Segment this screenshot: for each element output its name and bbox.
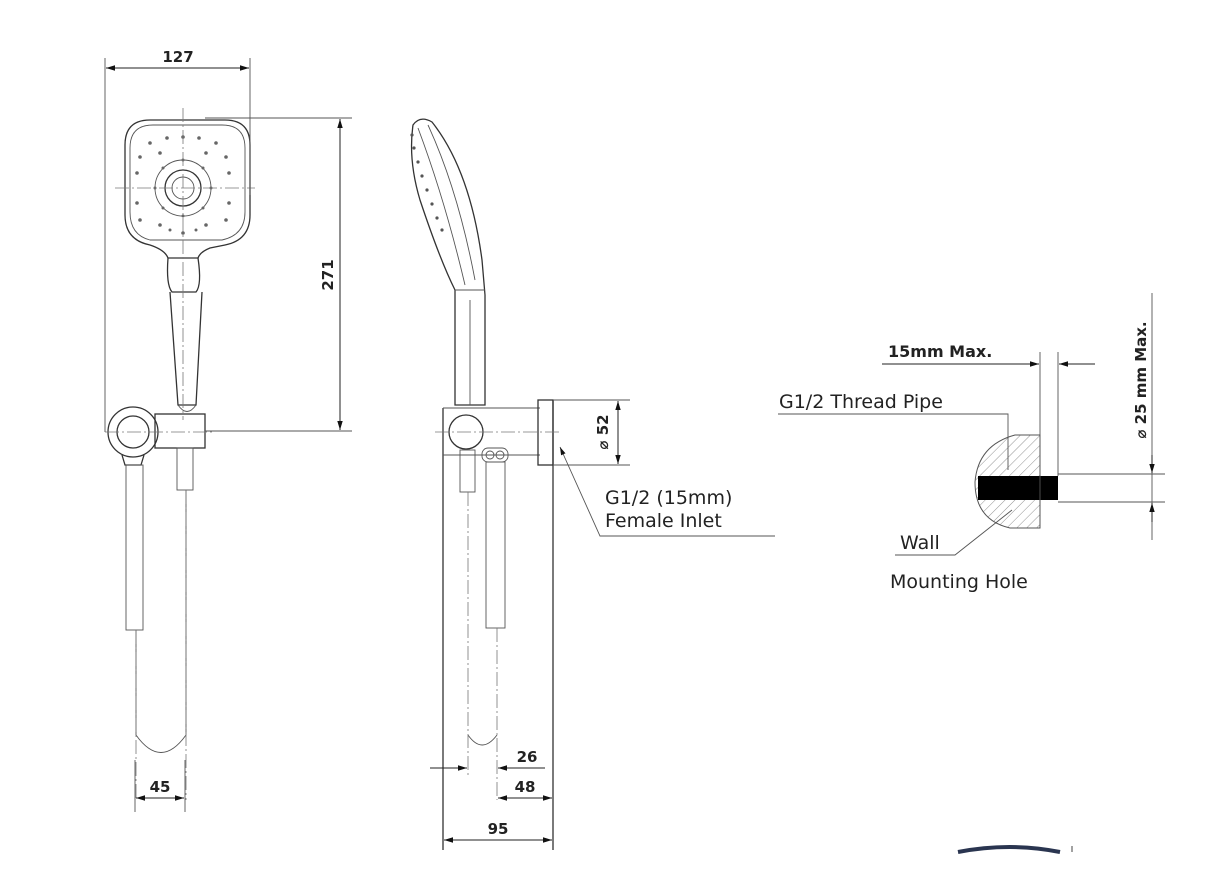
inlet-label-line1: G1/2 (15mm) — [605, 487, 732, 509]
inlet-label-line2: Female Inlet — [605, 510, 722, 532]
spray-nozzles — [135, 135, 231, 235]
front-view: 127 271 45 — [104, 48, 352, 812]
dim-26: 26 — [517, 748, 538, 766]
dim-48: 48 — [515, 778, 536, 796]
shower-head-front — [115, 108, 255, 420]
side-view: ⌀ 52 26 48 95 G1/2 (15mm) Female Inlet — [410, 118, 775, 850]
shower-head-side — [410, 118, 486, 406]
dim-95: 95 — [488, 820, 509, 838]
dim-52: ⌀ 52 — [594, 414, 612, 449]
side-nozzles — [410, 133, 444, 232]
front-dimensions: 127 271 45 — [104, 48, 352, 812]
mounting-hole — [978, 476, 1058, 500]
thread-pipe-label: G1/2 Thread Pipe — [779, 391, 943, 413]
mounting-hole-detail: 15mm Max. G1/2 Thread Pipe ⌀ 25 mm Max. … — [778, 293, 1165, 593]
max-depth-label: 15mm Max. — [888, 342, 992, 361]
mounting-hole-label: Mounting Hole — [890, 571, 1028, 593]
partial-shape-bottom — [957, 845, 1073, 854]
dim-45: 45 — [150, 778, 171, 796]
dim-127: 127 — [162, 48, 193, 66]
hole-diameter-label: ⌀ 25 mm Max. — [1132, 321, 1150, 438]
side-dimensions: ⌀ 52 26 48 95 G1/2 (15mm) Female Inlet — [430, 399, 775, 843]
wall-label: Wall — [900, 532, 940, 554]
wall-bracket-front — [105, 406, 215, 466]
hose-front — [125, 447, 194, 800]
wall-bracket-side — [435, 399, 560, 850]
dim-271: 271 — [319, 259, 337, 290]
